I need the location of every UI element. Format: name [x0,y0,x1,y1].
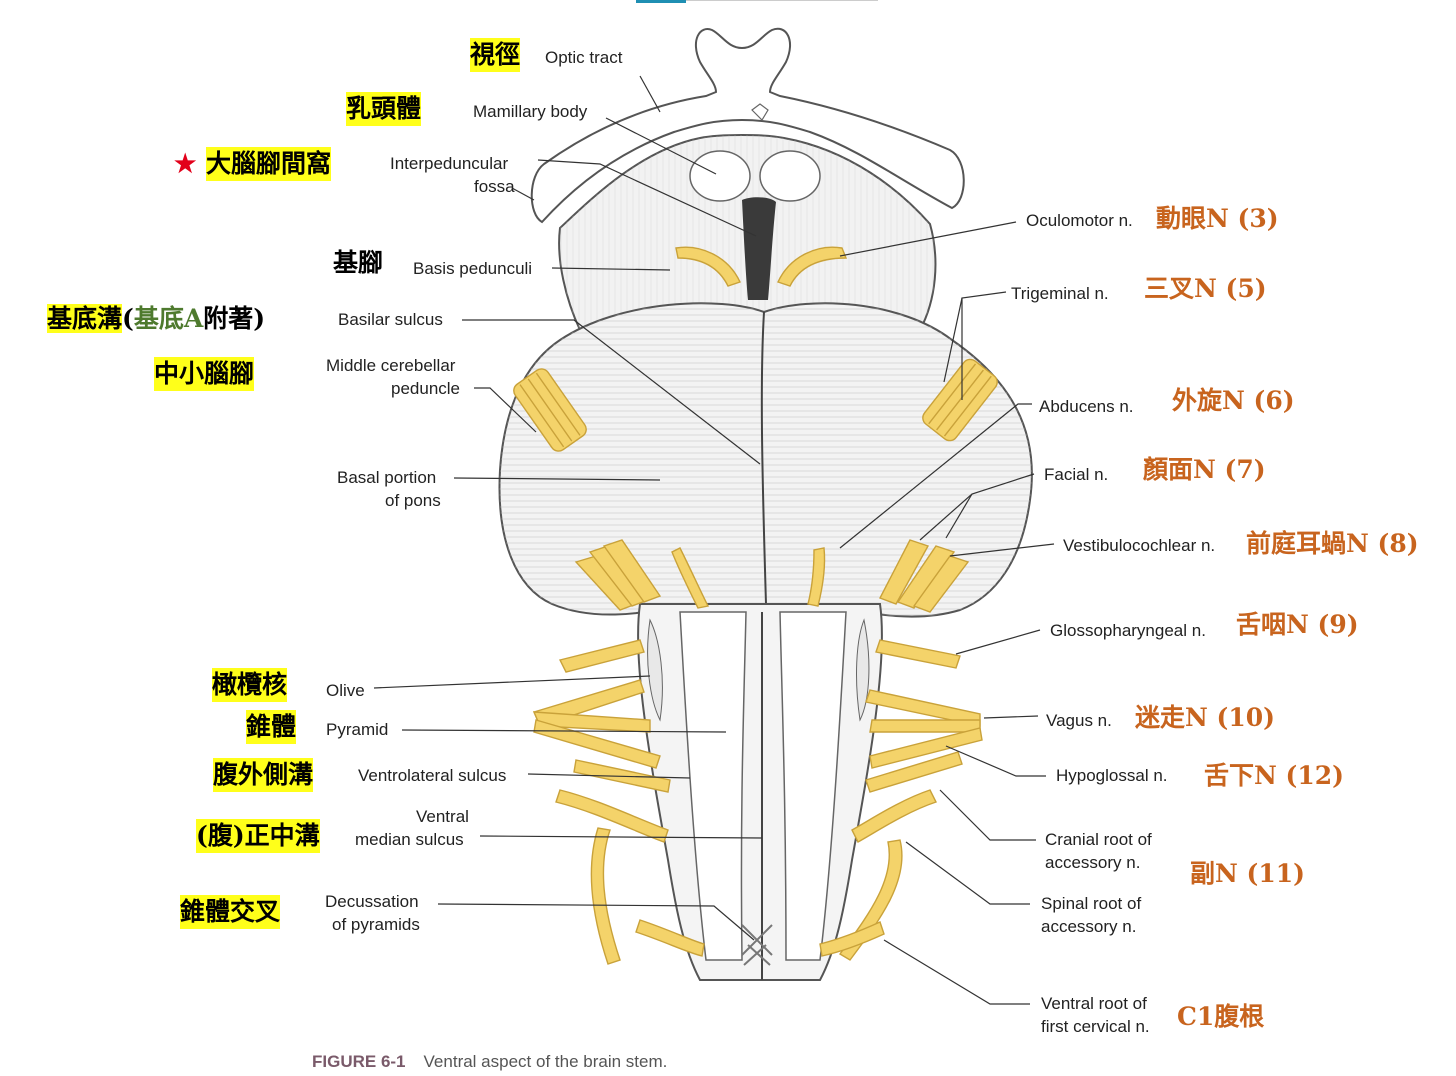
zh-ventral-median: (腹)正中溝 [196,819,320,853]
label-glossopharyngeal: Glossopharyngeal n. [1050,621,1206,640]
optic-tracts [530,27,965,224]
zh-optic-tract: 視徑 [470,38,521,72]
top-accent-bar [636,0,686,3]
zh-hypoglossal: 舌下N (12) [1204,761,1345,790]
label-ventral-median-1: Ventral [416,807,469,826]
label-spinal-root-2: accessory n. [1041,917,1137,936]
zh-basilar-sulcus: 基底溝 [47,304,123,333]
top-divider [686,0,878,1]
zh-mamillary-body: 乳頭體 [346,92,422,126]
label-middle-cerebellar-1: Middle cerebellar [326,356,456,375]
cranial-nerves [513,246,998,965]
label-olive: Olive [326,681,365,700]
zh-basis: 基腳 [333,248,384,277]
zh-abducens: 外旋N (6) [1172,386,1295,415]
zh-basilar-attach: 附著) [203,304,266,333]
label-facial: Facial n. [1044,465,1109,484]
figure-caption-text: Ventral aspect of the brain stem. [423,1052,668,1071]
zh-basilar: 基底溝(基底A附著) [47,302,265,336]
leader-lines [373,75,1055,1005]
label-interpeduncular-2: fossa [474,177,515,196]
label-hypoglossal: Hypoglossal n. [1056,766,1168,785]
label-vagus: Vagus n. [1046,711,1112,730]
label-ventral-root-2: first cervical n. [1041,1017,1150,1036]
label-decussation-1: Decussation [325,892,419,911]
zh-vestibulocochlear: 前庭耳蝸N (8) [1246,529,1419,558]
label-optic-tract: Optic tract [545,48,623,67]
zh-trigeminal: 三叉N (5) [1144,274,1267,303]
zh-c1: C1腹根 [1177,1002,1265,1031]
zh-basilar-artery: 基底 [133,304,184,333]
label-abducens: Abducens n. [1039,397,1134,416]
label-ventrolateral-sulcus: Ventrolateral sulcus [358,766,507,785]
star-icon: ★ [174,149,197,178]
zh-basilar-paren: ( [122,304,134,333]
label-middle-cerebellar-2: peduncle [391,379,461,398]
label-basal-pons-1: Basal portion [337,468,437,487]
zh-interpeduncular: 大腦腳間窩 [206,147,332,181]
label-pyramid: Pyramid [326,720,389,739]
label-basal-pons-2: of pons [385,491,441,510]
medulla [637,603,883,981]
zh-olive: 橄欖核 [212,668,288,702]
label-oculomotor: Oculomotor n. [1026,211,1133,230]
zh-middle-cerebellar: 中小腦腳 [154,357,255,391]
figure-number: FIGURE 6-1 [312,1052,406,1071]
label-cranial-root-2: accessory n. [1045,853,1141,872]
zh-vagus: 迷走N (10) [1135,703,1276,732]
pons [498,302,1033,618]
label-spinal-root-1: Spinal root of [1041,894,1142,913]
figure-caption: FIGURE 6-1 Ventral aspect of the brain st… [312,1052,667,1072]
label-trigeminal: Trigeminal n. [1011,284,1109,303]
zh-accessory: 副N (11) [1190,859,1306,888]
mamillary-body-right [759,150,821,202]
label-basis-pedunculi: Basis pedunculi [413,259,533,278]
zh-pyramid: 錐體 [246,710,297,744]
zh-decussation: 錐體交叉 [180,895,281,929]
zh-basilar-artery-a: A [183,304,204,333]
zh-glossopharyngeal: 舌咽N (9) [1236,610,1359,639]
label-basilar-sulcus: Basilar sulcus [338,310,443,329]
label-mamillary-body: Mamillary body [473,102,588,121]
mamillary-body-left [689,150,751,202]
label-cranial-root-1: Cranial root of [1045,830,1152,849]
zh-oculomotor: 動眼N (3) [1156,204,1279,233]
label-decussation-2: of pyramids [332,915,420,934]
zh-facial: 顏面N (7) [1143,455,1266,484]
label-interpeduncular-1: Interpeduncular [390,154,509,173]
label-vestibulocochlear: Vestibulocochlear n. [1063,536,1216,555]
zh-ventrolateral: 腹外側溝 [213,758,314,792]
label-ventral-median-2: median sulcus [355,830,464,849]
label-ventral-root-1: Ventral root of [1041,994,1147,1013]
